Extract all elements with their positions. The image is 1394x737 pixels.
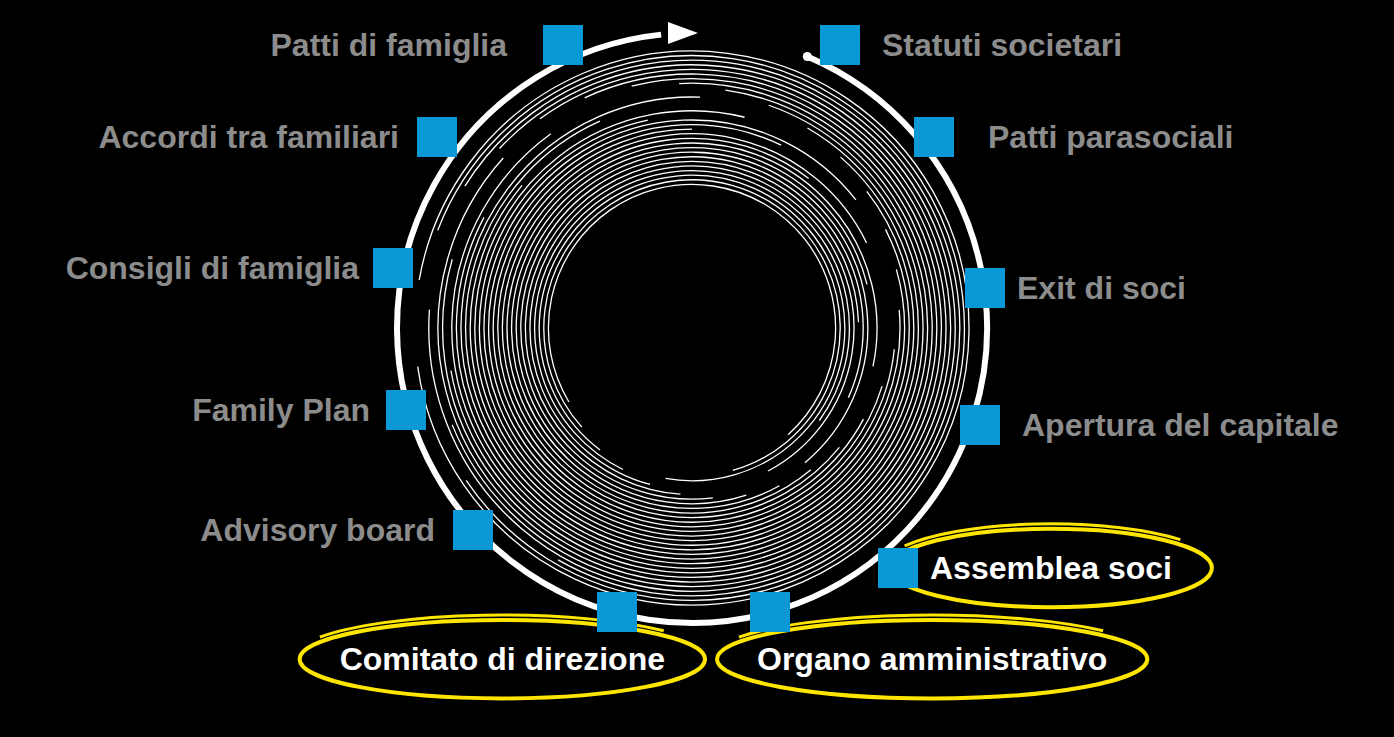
spiral-line [525, 161, 858, 494]
spiral-line [548, 184, 835, 434]
node-label: Apertura del capitale [1022, 406, 1339, 444]
highlight-ellipse [890, 529, 1212, 607]
node-label: Consigli di famiglia [66, 249, 359, 287]
marker-square: Exit di soci [965, 268, 1005, 308]
item-label: Comitato di direzione [340, 640, 665, 678]
spiral-line [452, 90, 932, 568]
node-label: Accordi tra familiari [98, 118, 399, 156]
spiral-line [451, 83, 937, 573]
marker-square: Consigli di famiglia [373, 248, 413, 288]
spiral-line [493, 129, 882, 527]
spiral-line [502, 138, 839, 517]
spiral-line [456, 105, 927, 563]
spiral-lines [418, 51, 969, 605]
spiral-line [530, 166, 854, 484]
highlight-marks [300, 524, 1212, 699]
node-label: Organo amministrativo [757, 640, 1107, 678]
spiral-line [475, 111, 909, 545]
spiral-line [521, 157, 863, 499]
spiral-line [418, 51, 969, 605]
marker-square: Accordi tra familiari [417, 117, 457, 157]
spiral-line [516, 152, 868, 504]
item-label: Advisory board [200, 511, 435, 549]
item-label: Family Plan [192, 391, 370, 429]
node-label: Patti di famiglia [271, 26, 507, 64]
spiral-line [498, 134, 867, 522]
spiral-line [479, 120, 904, 541]
highlight-stroke [905, 524, 1181, 546]
spiral-line [429, 65, 955, 591]
item-label: Assemblea soci [930, 549, 1172, 587]
ring-start-dot [803, 52, 812, 61]
spiral-line [461, 97, 923, 559]
item-label: Exit di soci [1017, 269, 1186, 307]
node-label: Exit di soci [1017, 269, 1186, 307]
spiral-line [489, 125, 895, 532]
spiral-line [438, 56, 965, 601]
item-label: Statuti societari [882, 26, 1122, 64]
marker-square: Comitato di direzione [597, 592, 637, 632]
cycle-arrowhead [668, 22, 698, 44]
item-label: Patti parasociali [988, 118, 1233, 156]
spiral-line [535, 171, 850, 470]
spiral-line [539, 175, 845, 481]
node-label: Family Plan [192, 391, 370, 429]
spiral-line [544, 180, 840, 471]
node-label: Comitato di direzione [340, 640, 665, 678]
node-label: Assemblea soci [930, 549, 1172, 587]
spiral-line [438, 74, 946, 582]
marker-square: Patti di famiglia [543, 25, 583, 65]
spiral-line [470, 185, 914, 549]
marker-square: Family Plan [386, 390, 426, 430]
highlight-stroke [739, 615, 1103, 637]
node-label: Advisory board [200, 511, 435, 549]
highlight-ellipse [300, 620, 705, 698]
spiral-line [443, 79, 942, 578]
spiral-line [507, 143, 877, 513]
spiral-line [484, 120, 900, 536]
marker-square: Apertura del capitale [960, 405, 1000, 445]
item-label: Consigli di famiglia [66, 249, 359, 287]
cycle-ring [397, 35, 987, 623]
item-label: Accordi tra familiari [98, 118, 399, 156]
node-label: Statuti societari [882, 26, 1122, 64]
spiral-line [512, 148, 867, 509]
spiral-line [465, 60, 960, 596]
marker-square: Organo amministrativo [750, 592, 790, 632]
item-label: Organo amministrativo [757, 640, 1107, 678]
marker-square: Statuti societari [820, 25, 860, 65]
marker-square: Assemblea soci [878, 548, 918, 588]
node-label: Patti parasociali [988, 118, 1233, 156]
marker-square: Patti parasociali [914, 117, 954, 157]
item-label: Apertura del capitale [1022, 406, 1339, 444]
item-label: Patti di famiglia [271, 26, 507, 64]
marker-square: Advisory board [453, 510, 493, 550]
